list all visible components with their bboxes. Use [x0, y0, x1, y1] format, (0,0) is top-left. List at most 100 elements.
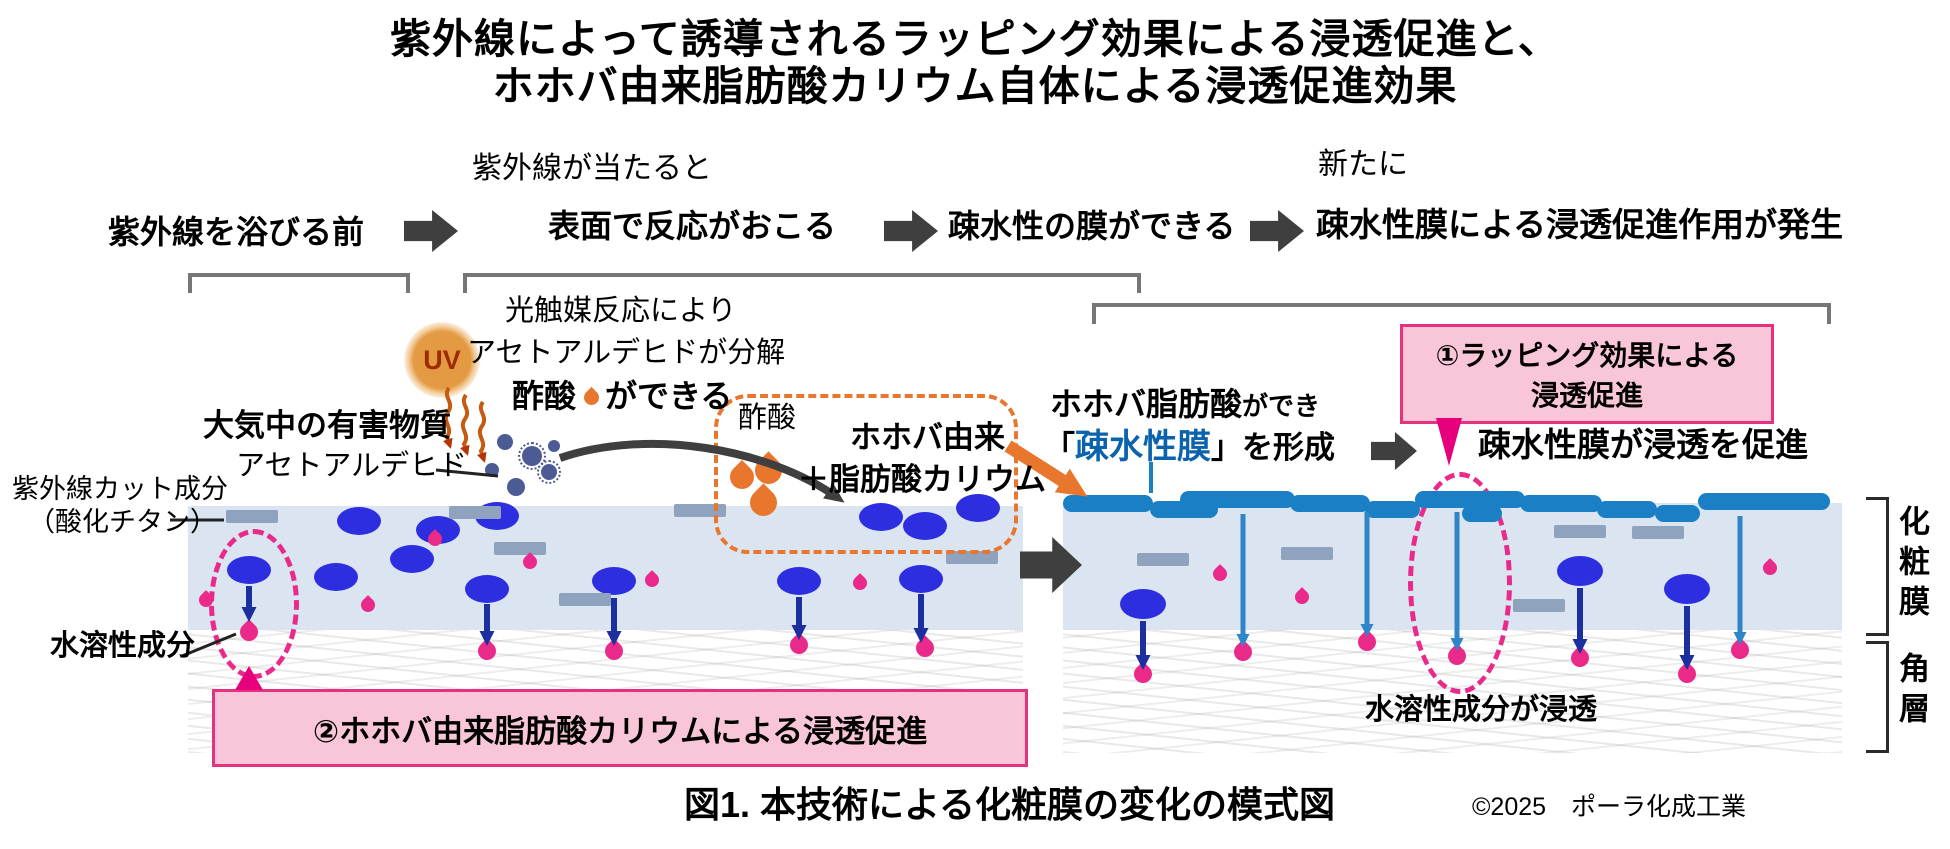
water-droplet — [1354, 629, 1380, 655]
flow-step-hit-line2: 表面で反応がおこる — [548, 208, 837, 244]
water-permeate-text: 水溶性成分が浸透 — [1365, 694, 1598, 726]
callout-wrapping-effect: ①ラッピング効果による 浸透促進 — [1400, 324, 1774, 424]
oil-ellipse — [1664, 574, 1710, 604]
water-droplet — [1674, 661, 1700, 687]
pollutant-title: 大気中の有害物質 — [203, 408, 451, 443]
water-droplet — [642, 570, 662, 590]
hydrophobic-film-segment — [1655, 505, 1700, 522]
flow-step-new-line1: 新たに — [1318, 148, 1408, 181]
phase-bracket-reaction — [463, 273, 1141, 293]
water-droplet — [1230, 639, 1256, 665]
page-title-line2: ホホバ由来脂肪酸カリウム自体による浸透促進効果 — [492, 63, 1458, 109]
copyright-text: ©2025 ポーラ化成工業 — [1472, 793, 1747, 821]
pollutant-dot — [507, 478, 525, 496]
pollutant-dot — [485, 463, 499, 477]
film-formation-line2: 「疎水性膜」を形成 — [1044, 428, 1335, 467]
hydrophobic-film-segment — [1415, 491, 1525, 508]
callout1-line2: 浸透促進 — [1530, 380, 1643, 411]
oil-ellipse — [1557, 556, 1603, 586]
oil-ellipse — [956, 494, 1000, 522]
uv-cut-label-line1: 紫外線カット成分 — [12, 474, 228, 504]
water-droplet — [1760, 558, 1780, 578]
titanium-bar — [1137, 553, 1189, 566]
water-droplet — [1292, 587, 1312, 607]
oil-ellipse — [903, 512, 947, 540]
pollutant-dot — [497, 434, 513, 450]
pollutant-dot — [518, 442, 546, 470]
oil-ellipse — [390, 545, 434, 573]
hydrophobic-film-segment — [1520, 495, 1602, 512]
flow-step-film: 疎水性の膜ができる — [948, 208, 1236, 244]
titanium-bar — [674, 504, 726, 517]
oil-ellipse — [465, 575, 509, 603]
titanium-bar — [449, 506, 501, 519]
water-droplet — [1210, 564, 1230, 584]
photocatalysis-line1: 光触媒反応により — [505, 295, 737, 327]
oil-ellipse — [899, 565, 943, 593]
callout2-text: ②ホホバ由来脂肪酸カリウムによる浸透促進 — [312, 713, 928, 749]
uv-label: UV — [423, 344, 461, 375]
acetic-acid-text: 酢酸 — [512, 378, 577, 414]
cosmetic-film-layer-label: 化粧膜 — [1894, 505, 1929, 625]
reaction-fatty-label: ＋脂肪酸カリウム — [798, 462, 1046, 497]
highlight-ellipse-right — [1408, 472, 1512, 694]
callout-jojoba-promotion: ②ホホバ由来脂肪酸カリウムによる浸透促進 — [212, 689, 1028, 767]
acetic-dekiru-text: ができる — [605, 378, 733, 414]
flow-step-hit-line1: 紫外線が当たると — [472, 152, 712, 185]
water-droplet — [520, 552, 540, 572]
water-droplet — [786, 632, 812, 658]
hydrophobic-film-segment — [1290, 495, 1370, 512]
hydrophobic-film-segment — [1365, 501, 1420, 518]
phase-bracket-before — [188, 273, 410, 293]
film-formation-line1: ホホバ脂肪酸ができ — [1050, 386, 1320, 423]
phase-bracket-promotion — [1092, 303, 1831, 324]
water-droplet — [850, 573, 870, 593]
hydrophobic-film-segment — [1462, 505, 1502, 522]
hydrophobic-film-segment — [1597, 501, 1657, 518]
water-soluble-label: 水溶性成分 — [50, 630, 196, 662]
water-droplet — [912, 635, 938, 661]
titanium-bar — [1632, 526, 1684, 539]
cosmetic-film-bracket — [1866, 497, 1889, 636]
acetic-droplet-icon — [580, 386, 603, 409]
callout1-line1: ①ラッピング効果による — [1435, 340, 1739, 371]
highlight-ellipse-left — [209, 529, 299, 679]
oil-ellipse — [592, 567, 636, 595]
titanium-bar — [226, 510, 278, 523]
oil-ellipse — [337, 507, 381, 535]
stratum-corneum-label: 角層 — [1894, 652, 1929, 732]
oil-ellipse — [777, 567, 821, 595]
uv-sun-icon: UV — [404, 322, 480, 398]
page-title-line1: 紫外線によって誘導されるラッピング効果による浸透促進と、 — [390, 16, 1560, 62]
oil-ellipse — [314, 563, 358, 591]
uv-cut-label-line2: （酸化チタン） — [28, 507, 217, 537]
oil-ellipse — [1120, 589, 1166, 619]
flow-step-new-line2: 疎水性膜による浸透促進作用が発生 — [1316, 206, 1844, 243]
titanium-bar — [1513, 599, 1565, 612]
bracket-close: 」 — [1211, 430, 1242, 465]
film-formation-rest: を形成 — [1242, 430, 1335, 465]
titanium-bar — [946, 551, 998, 564]
hydrophobic-film-name: 疎水性膜 — [1075, 428, 1211, 466]
water-droplet — [358, 595, 378, 615]
oil-ellipse — [859, 503, 903, 531]
bracket-open: 「 — [1044, 430, 1075, 465]
film-promote-text: 疎水性膜が浸透を促進 — [1478, 426, 1808, 463]
titanium-bar — [1554, 525, 1606, 538]
photocatalysis-line3: 酢酸ができる — [512, 378, 732, 415]
titanium-bar — [1281, 547, 1333, 560]
reaction-acetic-label: 酢酸 — [738, 402, 797, 434]
flow-step-before: 紫外線を浴びる前 — [108, 214, 365, 250]
pollutant-dot — [537, 460, 561, 484]
reaction-jojoba-label: ホホバ由来 — [850, 420, 1005, 455]
hydrophobic-film-segment — [1063, 495, 1153, 512]
stratum-corneum-bracket — [1866, 641, 1889, 753]
film-formation-pre: ホホバ脂肪酸 — [1050, 386, 1243, 422]
water-droplet — [474, 638, 500, 664]
pollutant-name: アセトアルデヒド — [236, 450, 468, 482]
water-droplet — [1727, 637, 1753, 663]
film-formation-suffix: ができ — [1242, 391, 1321, 421]
hydrophobic-film-segment — [1698, 493, 1830, 510]
